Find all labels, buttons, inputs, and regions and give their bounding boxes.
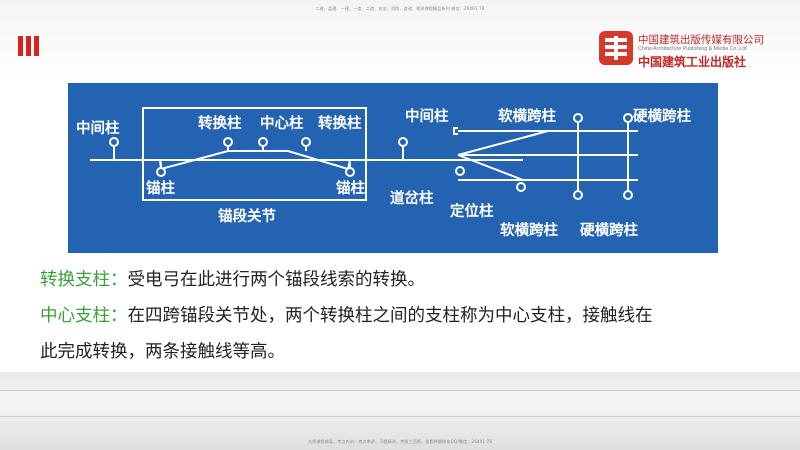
soft-cross-pole-top-marker (573, 113, 583, 123)
anchor-section-box (142, 107, 367, 201)
label-middle-pole-right: 中间柱 (405, 107, 449, 125)
track-end-stop (453, 127, 458, 135)
term-center-pole: 中心支柱： (40, 306, 128, 326)
label-turnout-pole: 道岔柱 (390, 189, 434, 207)
publisher-emblem-icon (599, 31, 633, 65)
label-center-pole: 中心柱 (260, 114, 304, 132)
diagram-svg: 中间柱 转换柱 中心柱 转换柱 锚柱 锚柱 锚段关节 中间柱 软横跨柱 硬横跨柱… (76, 107, 691, 239)
label-middle-pole-left: 中间柱 (76, 119, 120, 137)
definition-body: 受电弓在此进行两个锚段线索的转换。 (127, 270, 426, 290)
definition-body: 此完成转换，两条接触线等高。 (40, 342, 285, 362)
hard-cross-pole-top-marker (623, 113, 633, 123)
anchor-pole-right-marker (345, 167, 355, 177)
label-hard-cross-pole-bottom: 硬横跨柱 (580, 221, 638, 239)
publisher-calligraphy: 中国建筑工业出版社 (638, 55, 747, 69)
term-transition-pole: 转换支柱： (40, 270, 128, 290)
publisher-name-en: China Architecture Publishing & Media Co… (638, 46, 747, 52)
accent-bar (34, 36, 39, 56)
publisher-name-cn: 中国建筑出版传媒有限公司 (638, 34, 764, 46)
label-positioning-pole: 定位柱 (450, 202, 494, 220)
label-anchor-pole-right: 锚柱 (336, 179, 365, 197)
watermark-top: 二建、监理、一建、一造、二造、安全、消防、咨询、检测课程精品系列 微信：2649… (315, 6, 485, 11)
watermark-bottom: 名师课程辅导、考点内训、考点串讲、习题精讲、考前三页纸、抢题押题联系QQ/微信：… (307, 439, 493, 444)
label-transition-pole-1: 转换柱 (198, 114, 242, 132)
middle-pole-right-marker (398, 137, 408, 147)
transition-pole-1-marker (223, 137, 233, 147)
label-anchor-pole-left: 锚柱 (146, 179, 175, 197)
definition-transition-pole: 转换支柱：受电弓在此进行两个锚段线索的转换。 (40, 266, 425, 291)
definition-body: 在四跨锚段关节处，两个转换柱之间的支柱称为中心支柱，接触线在 (127, 306, 653, 326)
soft-cross-pole-bottom-marker (573, 190, 583, 200)
positioning-pole-marker (516, 182, 526, 192)
anchor-section-diagram: 中间柱 转换柱 中心柱 转换柱 锚柱 锚柱 锚段关节 中间柱 软横跨柱 硬横跨柱… (68, 83, 718, 253)
label-transition-pole-2: 转换柱 (318, 114, 362, 132)
label-anchor-section: 锚段关节 (218, 207, 276, 225)
header-background (0, 0, 800, 80)
turnout-branch-line (457, 130, 549, 156)
label-soft-cross-pole-top: 软横跨柱 (498, 107, 556, 125)
definition-continuation: 此完成转换，两条接触线等高。 (40, 338, 285, 363)
floor-line (0, 416, 800, 417)
accent-bar (26, 36, 31, 56)
transition-pole-2-marker (301, 137, 311, 147)
floor-background (0, 372, 800, 450)
turnout-pole-marker (455, 166, 465, 176)
accent-bar (18, 36, 23, 56)
hard-cross-pole-bottom-marker (623, 190, 633, 200)
floor-line (0, 390, 800, 391)
label-soft-cross-pole-bottom: 软横跨柱 (500, 221, 558, 239)
label-hard-cross-pole-top: 硬横跨柱 (633, 107, 691, 125)
turnout-branch-line-2 (457, 154, 524, 181)
definition-center-pole: 中心支柱：在四跨锚段关节处，两个转换柱之间的支柱称为中心支柱，接触线在 (40, 302, 653, 327)
publisher-logo: 中国建筑出版传媒有限公司 China Architecture Publishi… (598, 30, 778, 72)
center-pole-marker (258, 137, 268, 147)
middle-pole-left-marker (109, 137, 119, 147)
anchor-pole-left-marker (156, 167, 166, 177)
